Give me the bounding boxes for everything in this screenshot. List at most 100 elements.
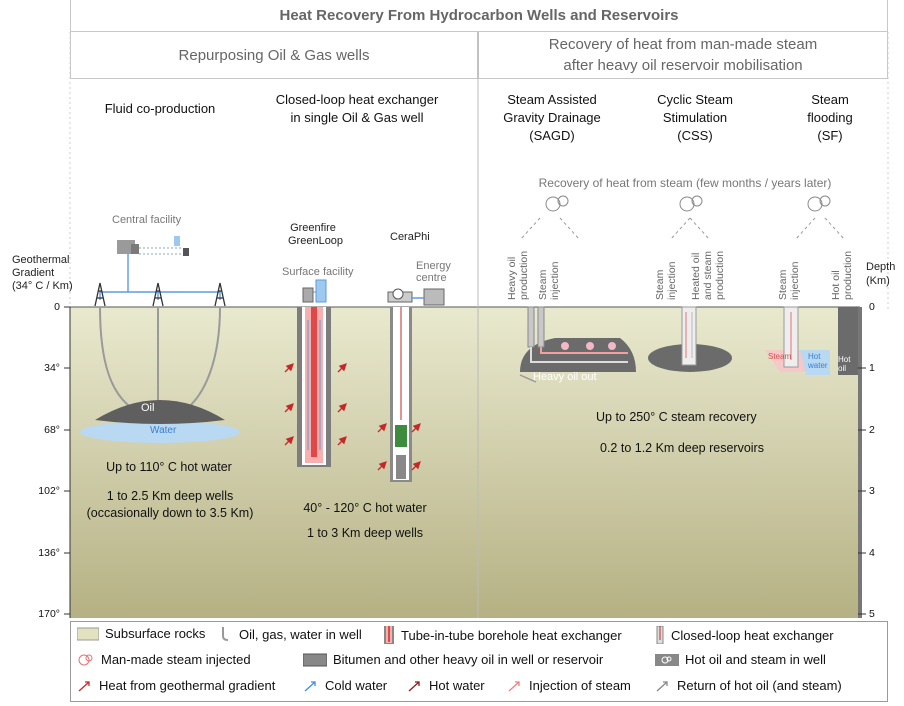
legend-subsurface-text: Subsurface rocks (105, 626, 206, 641)
sagd-system (519, 306, 636, 383)
legend-cold-water: Cold water (303, 678, 387, 693)
method-sagd-line2: Gravity Drainage (503, 110, 601, 125)
sagd-steam-injection-line2: injection (549, 261, 561, 300)
left-axis-ticks (64, 306, 70, 615)
geothermal-gradient-line1: Geothermal (12, 254, 70, 266)
cold-water-arrow-icon (304, 680, 316, 691)
sagd-steam-injection-line1: Steam (537, 269, 549, 300)
water-reservoir (80, 421, 240, 443)
diagram-title: Heat Recovery From Hydrocarbon Wells and… (70, 0, 888, 32)
legend-heat-gradient-text: Heat from geothermal gradient (99, 678, 276, 693)
legend-hot-oil-steam-text: Hot oil and steam in well (685, 652, 826, 667)
steam-cloud-icons (545, 195, 831, 212)
legend-bitumen: Bitumen and other heavy oil in well or r… (303, 652, 603, 667)
legend-return-hot-oil-text: Return of hot oil (and steam) (677, 678, 842, 693)
gradient-tick-136: 136° (38, 547, 60, 559)
central-facility-label: Central facility (112, 214, 182, 226)
energy-centre-line2: centre (416, 272, 447, 284)
method-css: Cyclic Steam Stimulation (CSS) (640, 91, 750, 145)
bitumen-swatch-icon (303, 653, 327, 666)
section-header-steam-line1: Recovery of heat from man-made steam (548, 36, 818, 53)
legend-hot-oil-steam: Hot oil and steam in well (655, 652, 826, 667)
closed-loop-icon (656, 626, 664, 644)
steam-recovery-note: Recovery of heat from steam (few months … (538, 176, 832, 190)
fluid-wells (99, 306, 221, 411)
energy-centre-label: Energy centre (416, 260, 451, 284)
steam-injected-icon (78, 654, 93, 665)
sf-hot-oil-production-line2: production (842, 250, 854, 300)
method-css-line1: Cyclic Steam (657, 92, 733, 107)
depth-tick-3: 3 (869, 485, 875, 497)
gradient-tick-68: 68° (44, 424, 60, 436)
sf-steam-small-label: Steam (768, 352, 792, 361)
heat-arrow-icon (78, 680, 90, 691)
depth-tick-0: 0 (869, 301, 875, 313)
greenfire-label: Greenfire GreenLoop (288, 222, 344, 248)
steam-depth-note: 0.2 to 1.2 Km deep reservoirs (600, 441, 764, 455)
gradient-tick-102: 102° (38, 485, 60, 497)
method-closed-loop-line1: Closed-loop heat exchanger (275, 92, 439, 107)
tube-in-tube-icon (384, 626, 394, 644)
ceraphi-label: CeraPhi (390, 231, 430, 243)
method-sf-line3: (SF) (817, 128, 843, 143)
css-system (648, 306, 732, 372)
section-header-steam-line2: after heavy oil reservoir mobilisation (563, 57, 803, 74)
ceraphi-well (390, 307, 412, 482)
method-closed-loop-line2: in single Oil & Gas well (290, 110, 424, 125)
legend-fluid-in-well-text: Oil, gas, water in well (239, 626, 362, 642)
greenfire-surface-facility-icon (302, 279, 327, 303)
legend-closed-loop-text: Closed-loop heat exchanger (671, 627, 834, 643)
method-fluid-coproduction: Fluid co-production (104, 101, 216, 116)
ceraphi-energy-centre-icon (387, 288, 445, 306)
right-axis-ticks (858, 367, 866, 615)
depth-axis-line2: (Km) (866, 275, 890, 287)
section-header-repurposing-text: Repurposing Oil & Gas wells (178, 46, 370, 64)
closed-depth-note: 1 to 3 Km deep wells (306, 526, 424, 540)
css-heated-oil-line3: production (714, 250, 726, 300)
greenfire-label-line2: GreenLoop (288, 235, 344, 247)
legend-cold-water-text: Cold water (325, 678, 388, 693)
gradient-tick-170: 170° (38, 608, 60, 620)
depth-tick-5: 5 (869, 608, 875, 620)
geothermal-heat-arrows (284, 363, 421, 471)
method-sf-line1: Steam (811, 92, 849, 107)
central-facility-icon (117, 236, 189, 256)
greenfire-label-line1: Greenfire (290, 222, 336, 234)
legend-injection-steam-text: Injection of steam (529, 678, 631, 693)
oil-label: Oil (141, 402, 155, 414)
sf-hot-oil-small-label: Hot oil (838, 355, 851, 373)
sf-hot-oil-production-line1: Hot oil (830, 270, 842, 300)
legend-steam-injected: Man-made steam injected (77, 652, 251, 667)
sf-system (765, 306, 858, 375)
legend-bitumen-text: Bitumen and other heavy oil in well or r… (333, 652, 604, 667)
css-heated-oil-line1: Heated oil (690, 252, 702, 300)
sf-steam-injection-line1: Steam (777, 269, 789, 300)
method-closed-loop: Closed-loop heat exchanger in single Oil… (262, 91, 452, 127)
legend-hot-water: Hot water (407, 678, 485, 693)
depth-axis-line1: Depth (866, 261, 896, 273)
legend-subsurface: Subsurface rocks (77, 626, 205, 641)
depth-tick-2: 2 (869, 424, 875, 436)
steam-temp-note: Up to 250° C steam recovery (596, 410, 757, 424)
surface-facility-label: Surface facility (282, 266, 354, 278)
fluid-depth-note-line1: 1 to 2.5 Km deep wells (106, 489, 234, 503)
css-steam-injection-line1: Steam (654, 269, 666, 300)
depth-axis-label: Depth (Km) (866, 260, 895, 288)
legend-hot-water-text: Hot water (429, 678, 485, 693)
method-css-line2: Stimulation (662, 110, 728, 125)
legend-tube-in-tube-text: Tube-in-tube borehole heat exchanger (401, 627, 622, 643)
hot-oil-steam-icon (655, 653, 679, 666)
method-sf: Steam flooding (SF) (790, 91, 870, 145)
css-heated-oil-line2: and steam (702, 250, 714, 300)
closed-temp-note: 40° - 120° C hot water (303, 501, 427, 515)
return-arrow-icon (656, 680, 668, 691)
depth-tick-1: 1 (869, 362, 875, 374)
sagd-heavy-oil-production-line1: Heavy oil (506, 256, 518, 300)
fluid-depth-note: 1 to 2.5 Km deep wells (occasionally dow… (72, 488, 268, 522)
css-steam-injection-line2: injection (666, 261, 678, 300)
